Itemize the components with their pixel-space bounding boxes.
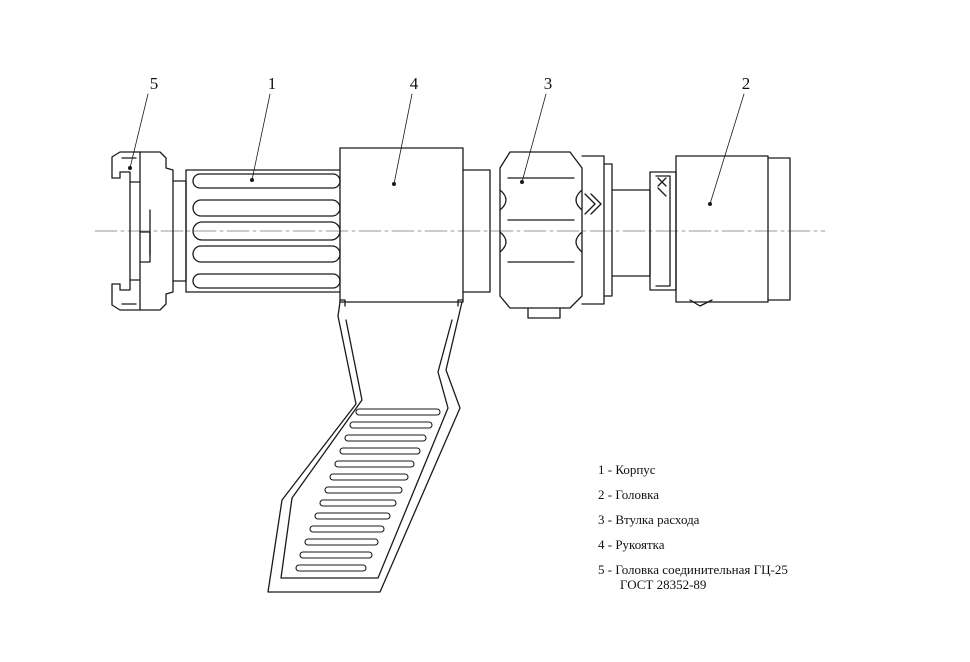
legend-item-4: 4 - Рукоятка [598, 537, 665, 552]
legend-item-5: 5 - Головка соединительная ГЦ-25 ГОСТ 28… [598, 562, 788, 592]
part-4-housing [339, 147, 491, 307]
part-3-flow-sleeve [499, 151, 613, 319]
leader-dot-2 [708, 202, 712, 206]
leader-lines [129, 93, 745, 205]
part-5-coupling-head [111, 151, 187, 311]
parts-legend: 1 - Корпус 2 - Головка 3 - Втулка расход… [598, 462, 788, 602]
part-4-pistol-grip [267, 301, 463, 593]
callout-5: 5 [149, 74, 159, 93]
leader-dot-3 [520, 180, 524, 184]
legend-item-5-text: 5 - Головка соединительная ГЦ-25 [598, 562, 788, 577]
legend-item-3: 3 - Втулка расхода [598, 512, 700, 527]
leader-dots [128, 166, 712, 206]
callout-3: 3 [543, 74, 553, 93]
legend-item-1: 1 - Корпус [598, 462, 656, 477]
callout-4: 4 [409, 74, 419, 93]
part-2-head [611, 155, 791, 307]
callout-1: 1 [267, 74, 277, 93]
leader-dot-4 [392, 182, 396, 186]
legend-item-2: 2 - Головка [598, 487, 660, 502]
callout-2: 2 [741, 74, 751, 93]
leader-dot-5 [128, 166, 132, 170]
grip-slots [295, 408, 441, 572]
legend-item-5-standard: ГОСТ 28352-89 [620, 577, 707, 592]
leader-dot-1 [250, 178, 254, 182]
